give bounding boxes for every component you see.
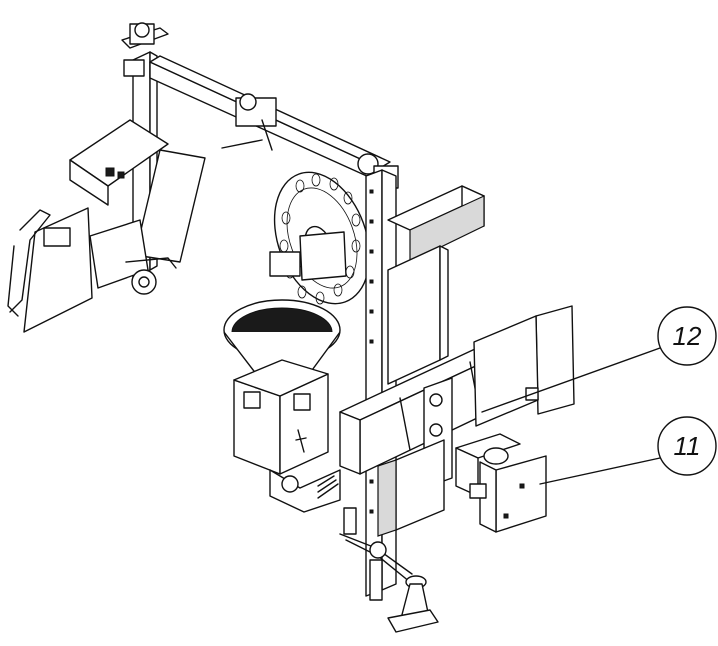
callout-12: 12 (481, 306, 717, 413)
perforated-disc (269, 171, 371, 305)
gearbox-assembly (455, 433, 547, 533)
horizontal-housing (339, 305, 575, 489)
leader-line-11 (539, 457, 661, 485)
upper-right-housing (387, 185, 485, 385)
leader-line-12 (481, 347, 661, 413)
left-panel-assembly (7, 119, 206, 333)
hopper-unit (223, 299, 341, 513)
bottom-stand (339, 507, 439, 633)
lower-column-housing (377, 439, 445, 537)
callout-bubble-11 (657, 416, 717, 476)
callout-label-11: 11 (674, 431, 701, 461)
callout-label-12: 12 (673, 321, 702, 351)
callout-11: 11 (539, 416, 717, 485)
callout-bubble-12 (657, 306, 717, 366)
